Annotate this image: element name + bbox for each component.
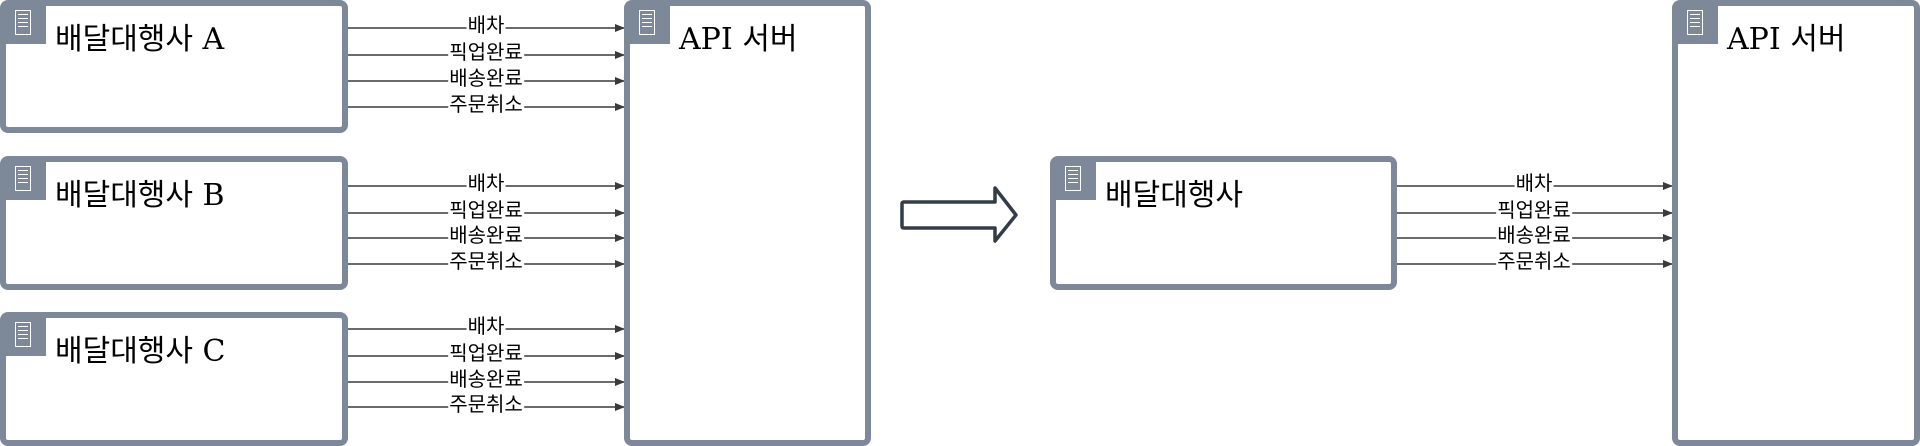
agency-a-node: 배달대행사 A [0,0,348,133]
server-document-icon [6,162,46,200]
edge-label-pickup: 픽업완료 [448,40,524,64]
edge-label-pickup: 픽업완료 [1496,198,1572,222]
edge-label-cancel: 주문취소 [1496,249,1572,273]
edge-label-pickup: 픽업완료 [448,198,524,222]
agency-b-title: 배달대행사 B [55,178,225,213]
edge-label-dispatch: 배차 [466,314,506,338]
agency-c-node: 배달대행사 C [0,312,348,446]
edge-label-delivered: 배송완료 [448,223,524,247]
edge-label-pickup: 픽업완료 [448,341,524,365]
edge-label-delivered: 배송완료 [1496,223,1572,247]
server-document-icon [1056,162,1096,200]
agency-unified-node: 배달대행사 [1050,156,1397,290]
api-server-left-node: API 서버 [624,0,871,446]
agency-unified-title: 배달대행사 [1105,178,1243,213]
server-document-icon [1678,6,1718,44]
edge-label-cancel: 주문취소 [448,92,524,116]
edge-label-dispatch: 배차 [1514,171,1554,195]
server-document-icon [6,6,46,44]
right-arrow-icon [900,186,1018,243]
edge-label-delivered: 배송완료 [448,66,524,90]
edge-label-dispatch: 배차 [466,171,506,195]
agency-b-node: 배달대행사 B [0,156,348,290]
agency-a-title: 배달대행사 A [55,22,225,57]
api-server-right-title: API 서버 [1727,22,1846,57]
edge-label-delivered: 배송완료 [448,367,524,391]
server-document-icon [6,318,46,356]
edge-label-cancel: 주문취소 [448,249,524,273]
edge-label-dispatch: 배차 [466,13,506,37]
edge-label-cancel: 주문취소 [448,392,524,416]
api-server-right-node: API 서버 [1672,0,1920,446]
api-server-left-title: API 서버 [679,22,798,57]
server-document-icon [630,6,670,44]
agency-c-title: 배달대행사 C [55,334,226,369]
